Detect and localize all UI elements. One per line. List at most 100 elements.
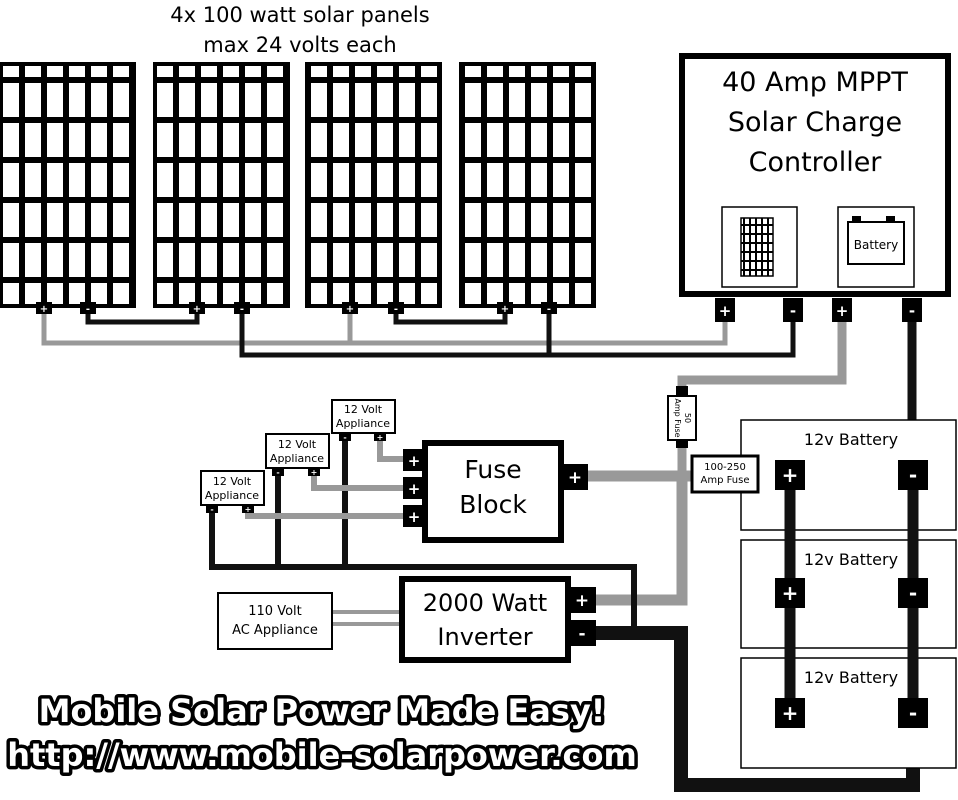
fuse-block-input-terminal: + bbox=[562, 464, 588, 490]
svg-text:-: - bbox=[909, 581, 917, 605]
controller-title-line2: Solar Charge bbox=[728, 107, 902, 138]
dc-appliance-2-plus-terminal: + bbox=[308, 467, 320, 477]
dc-appliance-2-minus-terminal: - bbox=[272, 467, 284, 477]
main-fuse-100-250-amp: 100-250 Amp Fuse bbox=[690, 454, 760, 494]
svg-text:+: + bbox=[377, 433, 384, 442]
mini-battery-label: Battery bbox=[854, 238, 898, 252]
battery-3-minus-terminal: - bbox=[898, 698, 928, 728]
svg-text:+: + bbox=[346, 304, 354, 315]
appliance-negative-return bbox=[209, 510, 637, 633]
inverter-plus-terminal: + bbox=[569, 587, 596, 613]
controller-battery-minus-terminal: - bbox=[902, 298, 922, 322]
battery-3-label: 12v Battery bbox=[804, 668, 898, 687]
dc-appliance-1: 12 Volt Appliance - + bbox=[200, 470, 265, 514]
panel-terminal-minus: - bbox=[80, 302, 96, 315]
svg-text:-: - bbox=[909, 302, 915, 320]
battery-1-label: 12v Battery bbox=[804, 430, 898, 449]
controller-panel-minus-terminal: - bbox=[783, 298, 803, 322]
svg-text:-: - bbox=[343, 433, 346, 442]
fuse-50-label-line1: 50 bbox=[683, 413, 692, 423]
battery-1-minus-terminal: - bbox=[898, 460, 928, 490]
dc-appliance-3: 12 Volt Appliance - + bbox=[331, 399, 396, 442]
dc-appliance-3-plus-terminal: + bbox=[374, 432, 386, 442]
svg-text:+: + bbox=[311, 468, 318, 477]
mini-battery-icon: Battery bbox=[847, 216, 905, 265]
battery-2-minus-terminal: - bbox=[898, 578, 928, 608]
inverter-minus-terminal: - bbox=[569, 620, 596, 646]
svg-text:+: + bbox=[719, 302, 732, 320]
dc-appliance-1-line1: 12 Volt bbox=[213, 475, 252, 488]
svg-text:-: - bbox=[210, 505, 213, 514]
svg-text:+: + bbox=[408, 480, 421, 498]
solar-panel-icon bbox=[459, 62, 596, 308]
panel-series-link-2 bbox=[393, 312, 508, 325]
main-fuse-label-line1: 100-250 bbox=[704, 462, 746, 473]
svg-text:-: - bbox=[547, 304, 551, 315]
panels-caption-line2: max 24 volts each bbox=[203, 33, 396, 57]
ac-appliance-box bbox=[217, 592, 333, 650]
fuse-50-amp: 50 Amp Fuse bbox=[667, 386, 697, 448]
svg-text:+: + bbox=[782, 581, 799, 605]
panel-terminal-minus: - bbox=[234, 302, 250, 315]
svg-text:+: + bbox=[782, 463, 799, 487]
banner-url[interactable]: http://www.mobile-solarpower.com bbox=[4, 733, 641, 778]
dc-appliances: 12 Volt Appliance - + 12 Volt Appliance … bbox=[200, 399, 396, 514]
svg-text:+: + bbox=[40, 304, 48, 315]
dc-appliance-3-box bbox=[331, 399, 396, 434]
inverter-label-line2: Inverter bbox=[437, 623, 532, 651]
dc-appliance-1-plus-terminal: + bbox=[242, 504, 254, 514]
panel-terminal-plus: + bbox=[36, 302, 52, 315]
ac-appliance: 110 Volt AC Appliance bbox=[217, 592, 333, 650]
controller-title-line1: 40 Amp MPPT bbox=[722, 67, 908, 98]
battery-1-plus-terminal: + bbox=[775, 460, 805, 490]
dc-appliance-2-box bbox=[265, 433, 330, 469]
svg-text:-: - bbox=[909, 463, 917, 487]
dc-appliance-2-line2: Appliance bbox=[270, 452, 324, 465]
svg-text:-: - bbox=[790, 302, 796, 320]
inverter-label-line1: 2000 Watt bbox=[423, 589, 547, 617]
svg-text:+: + bbox=[575, 591, 589, 611]
fuse-block-output-3-terminal: + bbox=[403, 505, 425, 527]
svg-text:+: + bbox=[408, 508, 421, 526]
svg-text:-: - bbox=[86, 304, 90, 315]
panel-positive-wire bbox=[41, 312, 728, 346]
charge-controller: 40 Amp MPPT Solar Charge Controller Batt… bbox=[679, 53, 951, 322]
fuse-block-output-1-terminal: + bbox=[403, 449, 425, 471]
dc-appliance-1-line2: Appliance bbox=[205, 489, 259, 502]
fuse-block-label-line1: Fuse bbox=[464, 455, 521, 484]
battery-3-plus-terminal: + bbox=[775, 698, 805, 728]
solar-panel-4 bbox=[459, 62, 596, 308]
dc-appliance-3-line1: 12 Volt bbox=[344, 403, 383, 416]
inverter-positive-wire bbox=[596, 476, 688, 606]
appliance1-positive-wire bbox=[245, 510, 408, 519]
svg-text:+: + bbox=[568, 468, 582, 488]
panel-series-link-1 bbox=[85, 312, 200, 325]
panel-terminal-plus: + bbox=[189, 302, 205, 315]
dc-appliance-2: 12 Volt Appliance - + bbox=[265, 433, 330, 477]
panel-terminal-plus: + bbox=[342, 302, 358, 315]
controller-title-line3: Controller bbox=[749, 147, 883, 178]
fuse-50-label-line2: Amp Fuse bbox=[673, 398, 682, 437]
dc-appliance-1-box bbox=[200, 470, 265, 506]
svg-text:-: - bbox=[394, 304, 398, 315]
svg-text:+: + bbox=[193, 304, 201, 315]
battery-bank: 12v Battery 12v Battery 12v Battery + - … bbox=[740, 419, 957, 769]
controller-battery-positive-wire bbox=[677, 322, 847, 398]
fuse-block-output-2-terminal: + bbox=[403, 477, 425, 499]
solar-panel-array: 4x 100 watt solar panels max 24 volts ea… bbox=[0, 3, 596, 315]
main-fuse-label-line2: Amp Fuse bbox=[700, 475, 749, 486]
solar-panel-1 bbox=[0, 62, 136, 308]
panel-terminal-plus: + bbox=[497, 302, 513, 315]
inverter: 2000 Watt Inverter + - bbox=[399, 576, 596, 663]
battery-2-plus-terminal: + bbox=[775, 578, 805, 608]
controller-panel-plus-terminal: + bbox=[715, 298, 735, 322]
solar-panel-icon bbox=[305, 62, 442, 308]
dc-appliance-2-line1: 12 Volt bbox=[278, 438, 317, 451]
main-fuse-body bbox=[690, 454, 760, 494]
dc-appliance-1-minus-terminal: - bbox=[206, 504, 218, 514]
solar-panel-3 bbox=[305, 62, 442, 308]
solar-panel-icon bbox=[0, 62, 136, 308]
panels-caption-line1: 4x 100 watt solar panels bbox=[170, 3, 429, 27]
svg-text:+: + bbox=[782, 701, 799, 725]
banner-headline: Mobile Solar Power Made Easy! bbox=[39, 692, 606, 730]
